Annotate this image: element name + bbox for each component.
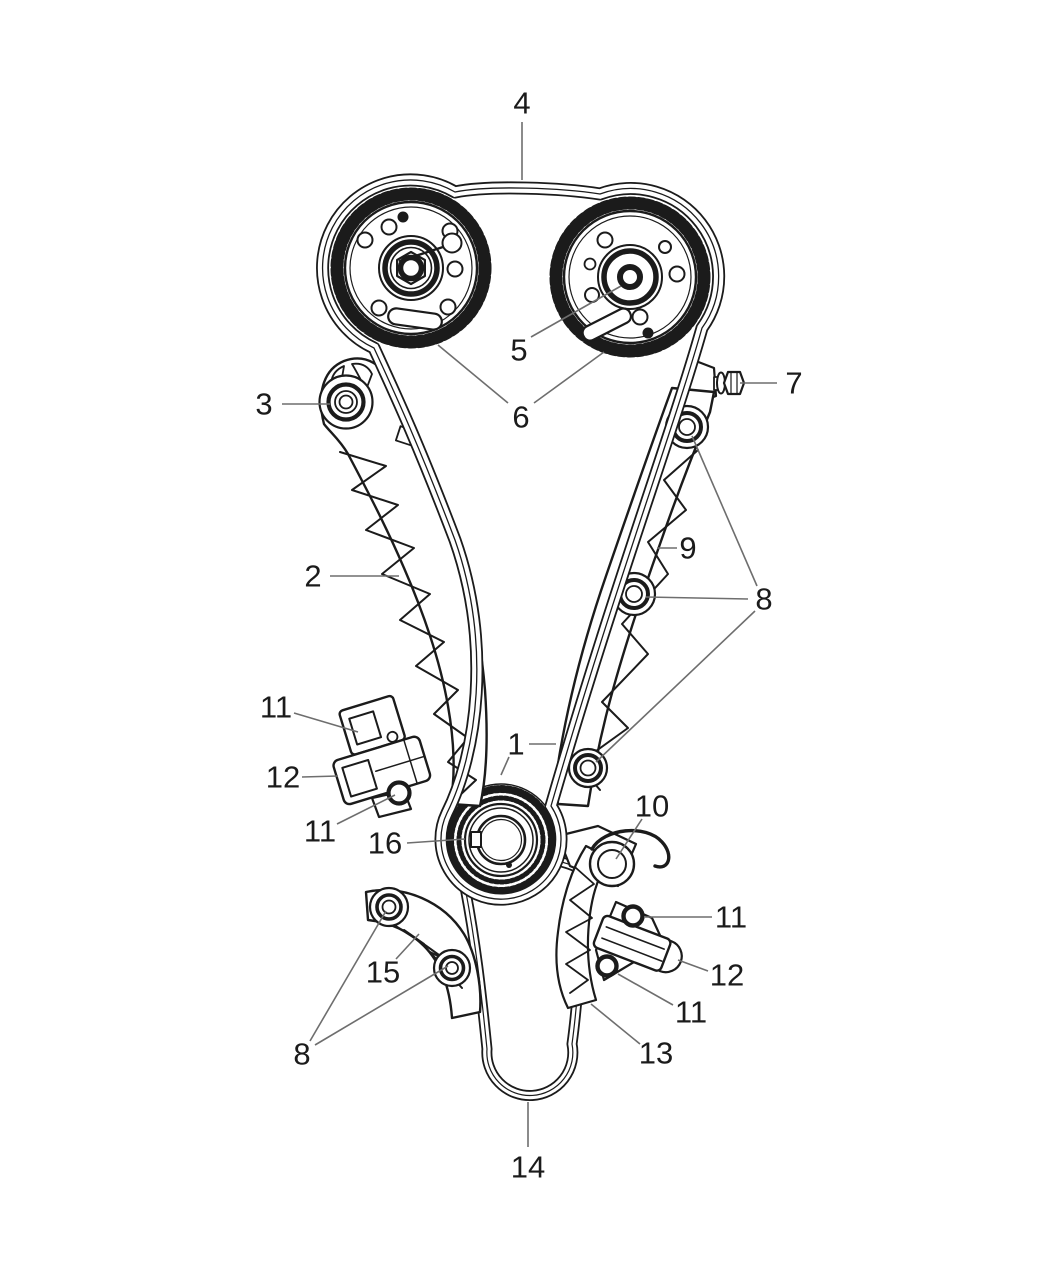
- leader-line: [336, 794, 396, 825]
- leader-line: [437, 344, 509, 404]
- leader-line: [406, 838, 466, 844]
- upper-tensioner: [332, 694, 432, 819]
- leader-line: [617, 973, 674, 1006]
- callout-label-10: 10: [635, 789, 669, 824]
- callout-label-7: 7: [785, 366, 802, 401]
- leader-line: [395, 933, 420, 960]
- right-cam-sprocket: [549, 196, 711, 358]
- tensioner-bolt-upper: [621, 904, 645, 928]
- leader-line: [293, 712, 359, 733]
- leader-line: [500, 756, 510, 776]
- leader-line: [301, 775, 339, 778]
- lower-tensioner: [590, 828, 683, 982]
- callout-label-11: 11: [304, 814, 336, 849]
- leader-line: [615, 818, 643, 860]
- callout-label-3: 3: [255, 387, 272, 422]
- guide-mount-bolt: [713, 370, 746, 396]
- callout-label-12: 12: [266, 760, 300, 795]
- tensioner-bolt: [386, 780, 412, 806]
- callout-label-8: 8: [293, 1037, 310, 1072]
- callout-label-11: 11: [715, 900, 747, 935]
- tensioner-bolt-lower: [595, 954, 619, 978]
- callout-label-13: 13: [639, 1036, 673, 1071]
- callout-label-11: 11: [260, 690, 292, 725]
- right-chain-guide: [555, 356, 718, 808]
- leader-line: [533, 351, 605, 404]
- left-cam-sprocket: [330, 187, 492, 349]
- callout-label-16: 16: [368, 826, 402, 861]
- leader-line: [595, 610, 756, 763]
- callout-label-6: 6: [512, 400, 529, 435]
- crankshaft-hub: [463, 802, 539, 878]
- leader-line: [645, 596, 749, 600]
- leader-line: [590, 1003, 641, 1045]
- callout-label-14: 14: [511, 1150, 545, 1185]
- primary-chain: [316, 173, 726, 906]
- callout-label-12: 12: [710, 958, 744, 993]
- callout-label-2: 2: [304, 559, 321, 594]
- callout-label-4: 4: [513, 86, 530, 121]
- callout-label-5: 5: [510, 333, 527, 368]
- callout-label-15: 15: [366, 955, 400, 990]
- leader-line: [691, 435, 758, 587]
- leader-line: [309, 910, 387, 1042]
- tensioner-arm: [555, 824, 638, 1010]
- guide-pivot-bolt: [326, 382, 366, 422]
- callout-label-9: 9: [679, 531, 696, 566]
- callout-label-8: 8: [755, 582, 772, 617]
- leader-line: [530, 285, 622, 338]
- timing-mark-pointer: [398, 222, 463, 263]
- callout-label-1: 1: [507, 727, 524, 762]
- tensioner-spring: [590, 828, 671, 869]
- lower-left-chain-guide: [364, 886, 482, 1020]
- callout-label-11: 11: [675, 995, 707, 1030]
- leader-line: [677, 959, 709, 972]
- leader-line: [314, 965, 449, 1046]
